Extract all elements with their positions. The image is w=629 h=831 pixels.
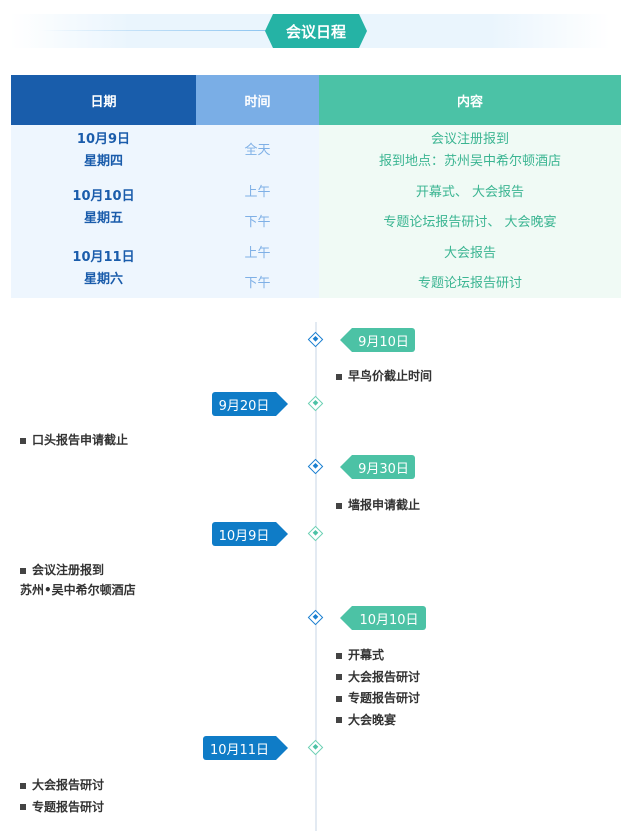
session-time: 上午 (244, 185, 271, 200)
bullet-square-icon (20, 437, 26, 444)
session-time: 下午 (244, 276, 271, 291)
header-date: 日期 (11, 75, 196, 125)
bullet-square-icon (336, 674, 342, 680)
timeline-node-diamond-icon (307, 331, 324, 348)
header-time: 时间 (196, 75, 319, 125)
timeline-item: 专题报告研讨 (336, 688, 420, 708)
bullet-square-icon (336, 695, 342, 702)
day-weekday: 星期六 (83, 272, 123, 287)
session-content: 大会报告 (443, 246, 496, 261)
timeline-node-diamond-icon (307, 458, 324, 475)
bullet-square-icon (336, 717, 342, 723)
session-content: 专题论坛报告研讨 (417, 276, 522, 291)
timeline-item-text: 早鸟价截止时间 (348, 369, 433, 383)
timeline-node-diamond-icon (307, 525, 324, 542)
day-date: 10月11日 (72, 250, 135, 265)
timeline-date-tag: 10月10日 (340, 606, 426, 630)
timeline-axis (315, 322, 317, 831)
session-content: 专题论坛报告研讨、 大会晚宴 (383, 215, 557, 230)
timeline-item-text: 口头报告申请截止 (32, 433, 129, 447)
timeline-item-text: 大会报告研讨 (348, 669, 421, 684)
timeline-item: 大会报告研讨 (20, 775, 104, 795)
timeline-item: 开幕式 (336, 645, 384, 665)
date-column: 10月9日 星期四 10月10日 星期五 10月11日 星期六 (11, 125, 196, 298)
timeline-date-tag: 10月11日 (203, 736, 288, 760)
timeline-item-text: 专题报告研讨 (32, 799, 105, 814)
session-content: 会议注册报到 (430, 132, 509, 147)
timeline-item-text: 大会晚宴 (348, 712, 397, 727)
timeline-date-tag: 10月9日 (212, 522, 288, 546)
day-weekday: 星期五 (83, 211, 123, 226)
timeline-item-note: 苏州•吴中希尔顿酒店 (20, 583, 136, 597)
session-content: 开幕式、 大会报告 (415, 185, 525, 200)
timeline-item: 会议注册报到 (20, 560, 104, 580)
timeline-node-diamond-icon (307, 609, 324, 626)
timeline-node-diamond-icon (307, 739, 324, 756)
timeline-item: 口头报告申请截止 (20, 430, 128, 450)
timeline-item: 墙报申请截止 (336, 495, 420, 515)
banner-line (40, 30, 270, 31)
timeline-item-text: 会议注册报到 (32, 563, 105, 577)
timeline-item: 专题报告研讨 (20, 797, 104, 817)
timeline-item: 早鸟价截止时间 (336, 366, 432, 386)
day-weekday: 星期四 (83, 154, 123, 169)
schedule-table: 日期 时间 内容 10月9日 星期四 10月10日 星期五 10月11日 星期六… (11, 75, 621, 298)
session-time: 下午 (244, 215, 271, 230)
session-time: 上午 (244, 246, 271, 261)
timeline-item-text: 大会报告研讨 (32, 778, 105, 792)
timeline-node-diamond-icon (307, 395, 324, 412)
timeline-item: 大会报告研讨 (336, 667, 420, 687)
timeline-item: 大会晚宴 (336, 710, 396, 730)
day-date: 10月9日 (76, 132, 131, 147)
header-content: 内容 (319, 75, 621, 125)
table-header: 日期 时间 内容 (11, 75, 621, 125)
timeline-date-tag: 9月30日 (340, 455, 415, 479)
session-content: 报到地点：苏州吴中希尔顿酒店 (378, 154, 561, 169)
bullet-square-icon (20, 804, 26, 810)
timeline-date-tag: 9月20日 (212, 392, 288, 416)
timeline-item-text: 开幕式 (348, 648, 385, 662)
bullet-square-icon (336, 652, 342, 659)
session-time: 全天 (244, 143, 271, 158)
day-date: 10月10日 (72, 189, 135, 204)
content-column: 会议注册报到 报到地点：苏州吴中希尔顿酒店 开幕式、 大会报告 专题论坛报告研讨… (319, 125, 621, 298)
timeline-item-text: 专题报告研讨 (348, 691, 421, 705)
bullet-square-icon (336, 373, 342, 380)
time-column: 全天 上午 下午 上午 下午 (196, 125, 319, 298)
timeline-item-text: 墙报申请截止 (348, 498, 421, 512)
timeline-date-tag: 9月10日 (340, 328, 415, 352)
section-title: 会议日程 (265, 14, 367, 48)
bullet-square-icon (336, 502, 342, 509)
bullet-square-icon (20, 567, 26, 574)
bullet-square-icon (20, 782, 26, 789)
